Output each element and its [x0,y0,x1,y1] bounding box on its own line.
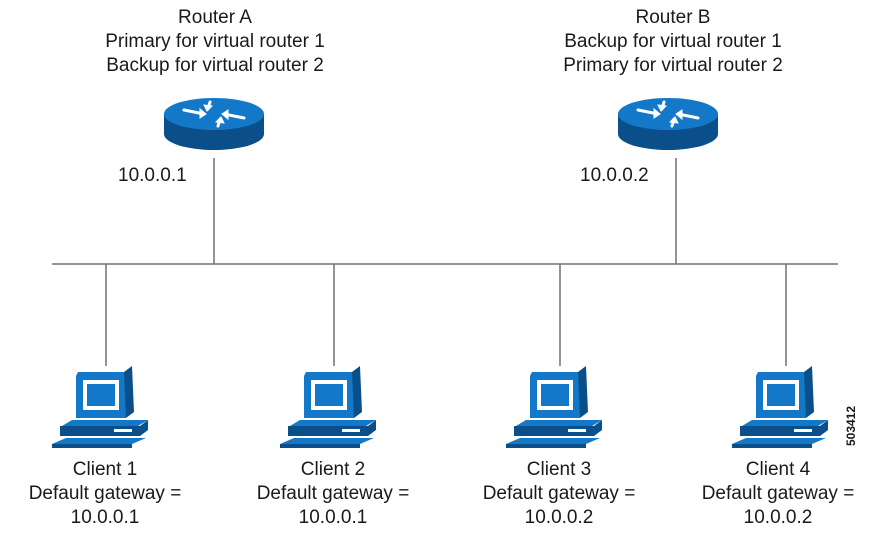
router-b-role-2: Primary for virtual router 2 [563,55,783,76]
router-a-role-1: Primary for virtual router 1 [105,31,325,52]
client-1-gateway: 10.0.0.1 [70,507,140,528]
client-1-name: Client 1 [72,459,138,480]
router-b-name: Router B [635,7,711,28]
client-1-computer-icon [52,366,148,448]
client-2-gateway: 10.0.0.1 [298,507,368,528]
client-1-label: Client 1 Default gateway = 10.0.0.1 [0,458,210,530]
client-4-label: Client 4 Default gateway = 10.0.0.2 [678,458,878,530]
router-a-ip: 10.0.0.1 [118,165,187,186]
client-2-label: Client 2 Default gateway = 10.0.0.1 [228,458,438,530]
router-b-ip: 10.0.0.2 [580,165,649,186]
client-3-label: Client 3 Default gateway = 10.0.0.2 [454,458,664,530]
client-4-computer-icon [732,366,828,448]
client-2-gateway-label: Default gateway = [256,483,410,504]
client-4-gateway: 10.0.0.2 [743,507,813,528]
client-1-gateway-label: Default gateway = [28,483,182,504]
router-b-icon [616,96,720,152]
client-2-computer-icon [280,366,376,448]
router-a-name: Router A [178,7,252,28]
client-2-name: Client 2 [300,459,366,480]
router-a-label: Router A Primary for virtual router 1 Ba… [70,6,360,78]
figure-id-text: 503412 [844,405,858,447]
router-b-label: Router B Backup for virtual router 1 Pri… [528,6,818,78]
router-a-role-2: Backup for virtual router 2 [106,55,324,76]
router-a-icon [162,96,266,152]
client-3-name: Client 3 [526,459,592,480]
router-b-role-1: Backup for virtual router 1 [564,31,782,52]
client-4-gateway-label: Default gateway = [701,483,855,504]
client-3-computer-icon [506,366,602,448]
client-4-name: Client 4 [745,459,811,480]
client-3-gateway-label: Default gateway = [482,483,636,504]
figure-id: 503412 [836,396,866,456]
client-3-gateway: 10.0.0.2 [524,507,594,528]
